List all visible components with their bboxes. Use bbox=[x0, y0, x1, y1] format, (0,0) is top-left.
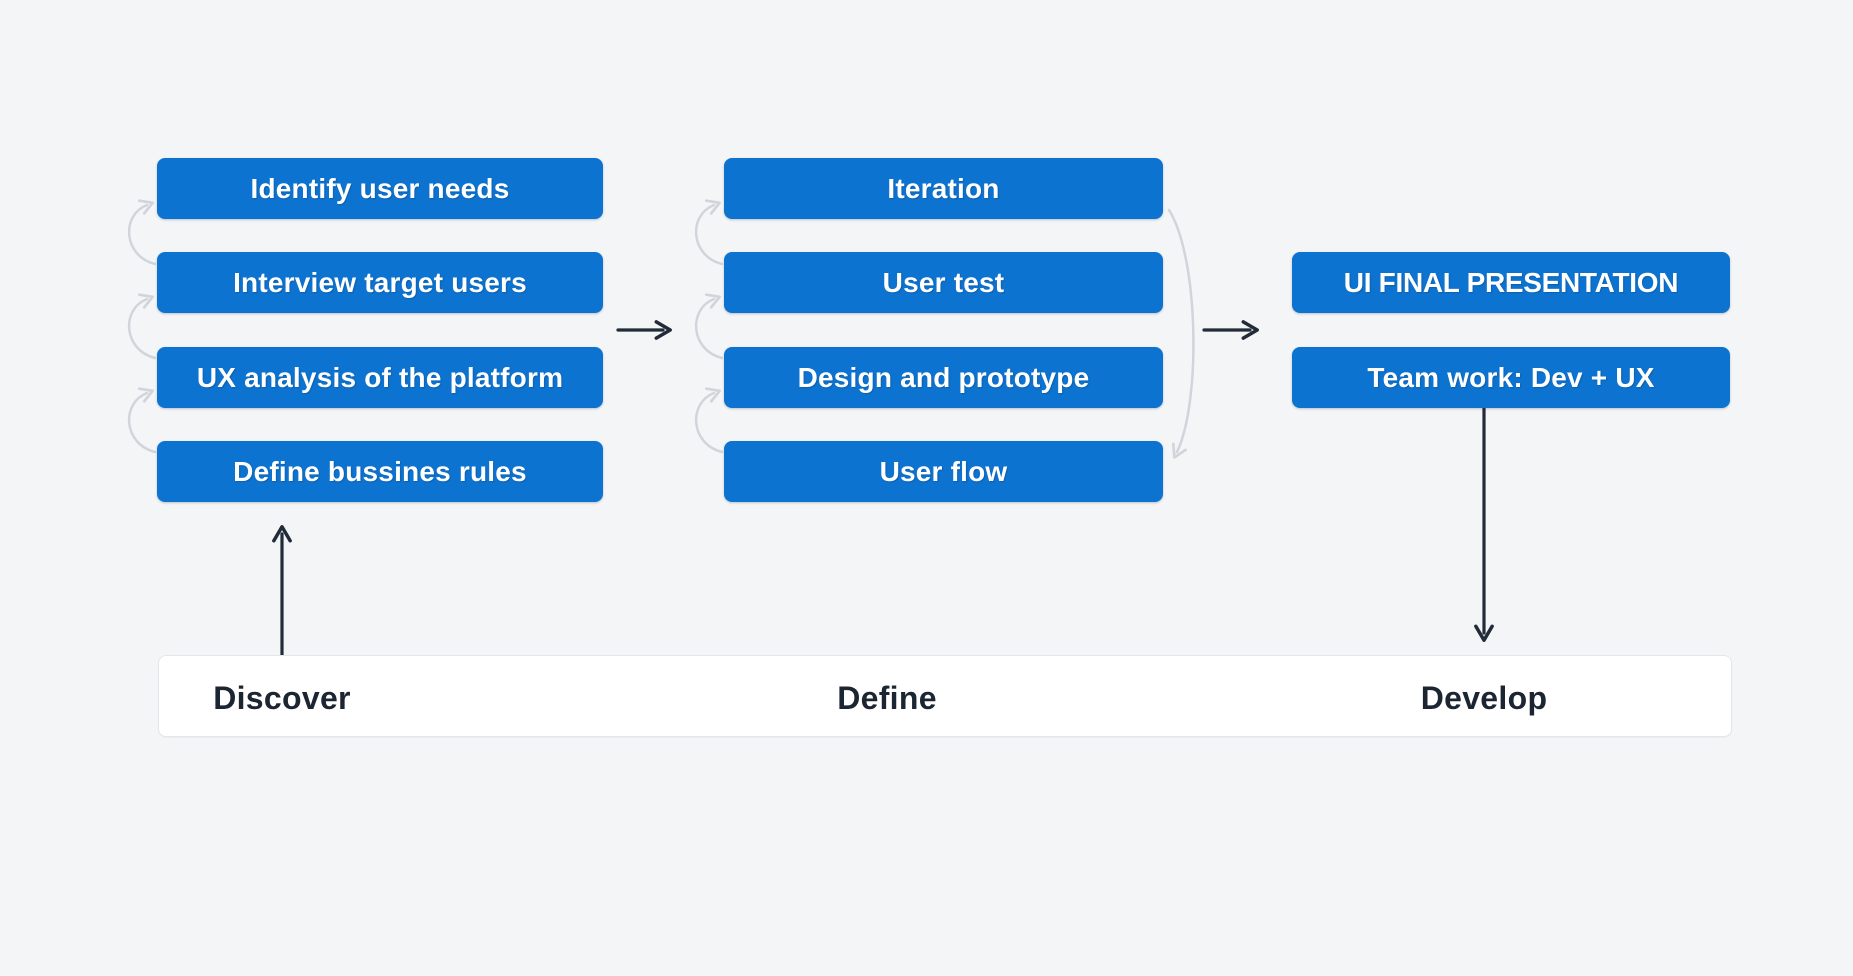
discover-loop-arrow-2 bbox=[127, 293, 157, 360]
flow-box-identify-user-needs: Identify user needs bbox=[157, 158, 603, 219]
phase-bar bbox=[158, 655, 1732, 737]
flow-box-team-work-dev-ux: Team work: Dev + UX bbox=[1292, 347, 1730, 408]
flow-box-iteration: Iteration bbox=[724, 158, 1163, 219]
flow-box-interview-target-users: Interview target users bbox=[157, 252, 603, 313]
discover-loop-arrow-1 bbox=[127, 199, 157, 266]
phase-label-develop: Develop bbox=[1420, 680, 1548, 716]
phase-label-define: Define bbox=[837, 680, 937, 716]
flow-box-ux-analysis: UX analysis of the platform bbox=[157, 347, 603, 408]
discover-loop-arrow-3 bbox=[127, 387, 157, 454]
flow-box-user-test: User test bbox=[724, 252, 1163, 313]
iteration-to-user-flow-arrow bbox=[1167, 208, 1195, 459]
flow-box-user-flow: User flow bbox=[724, 441, 1163, 502]
define-loop-arrow-2 bbox=[694, 293, 724, 360]
define-loop-arrow-1 bbox=[694, 199, 724, 266]
flow-box-define-bussines-rules: Define bussines rules bbox=[157, 441, 603, 502]
flow-box-ui-final-presentation: UI FINAL PRESENTATION bbox=[1292, 252, 1730, 313]
flow-box-design-and-prototype: Design and prototype bbox=[724, 347, 1163, 408]
phase-label-discover: Discover bbox=[213, 680, 351, 716]
define-loop-arrow-3 bbox=[694, 387, 724, 454]
